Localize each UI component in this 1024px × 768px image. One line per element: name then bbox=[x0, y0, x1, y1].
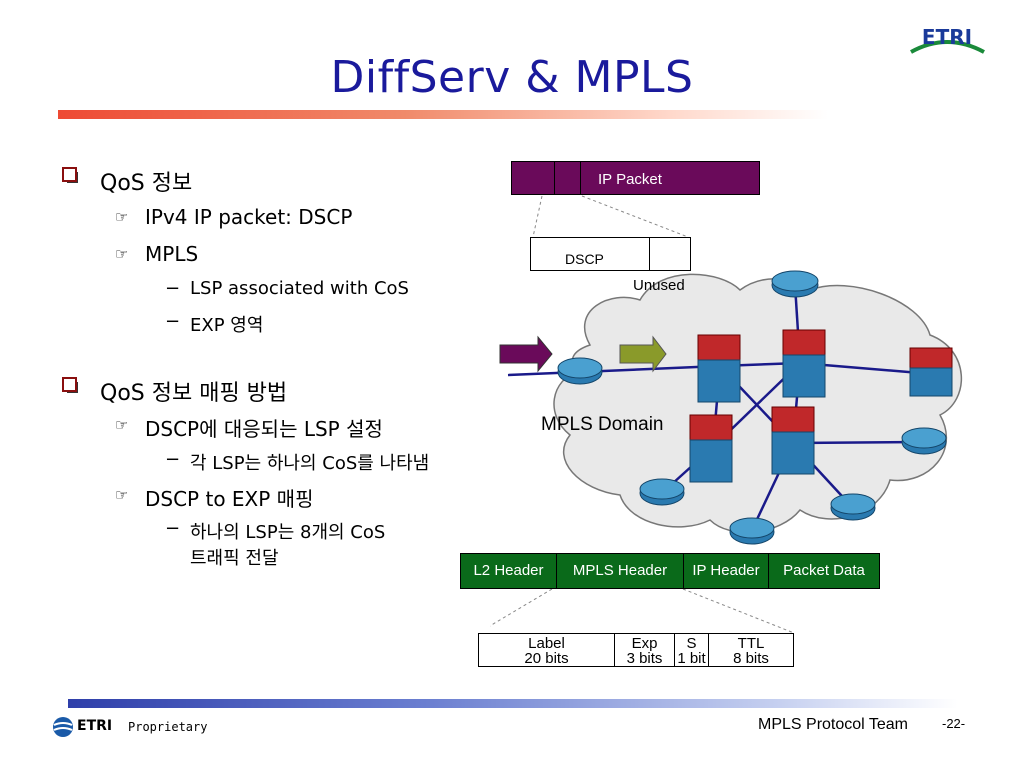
field-bits: 20 bits bbox=[524, 650, 569, 667]
footer-brand: ETRI bbox=[77, 718, 113, 734]
ttl-field-cell: TTL 8 bits bbox=[709, 634, 793, 666]
switch-icon bbox=[782, 329, 826, 398]
s-field-cell: S 1 bit bbox=[675, 634, 709, 666]
sub-bullet-mpls: MPLS bbox=[145, 242, 199, 266]
mpls-diagram bbox=[490, 195, 962, 634]
logo-text: ETRI bbox=[922, 25, 972, 49]
hand-pointer-icon: ☞ bbox=[115, 208, 129, 226]
dscp-box: DSCP bbox=[530, 237, 691, 271]
slide-title: DiffServ & MPLS bbox=[330, 52, 694, 103]
mpls-label-table: Label 20 bits Exp 3 bits S 1 bit TTL 8 b… bbox=[478, 633, 794, 667]
field-name: Label bbox=[528, 635, 565, 652]
switch-icon bbox=[909, 347, 953, 397]
exp-field-cell: Exp 3 bits bbox=[615, 634, 675, 666]
mpls-header-cell: MPLS Header bbox=[557, 554, 684, 588]
router-icon bbox=[557, 357, 603, 385]
field-bits: 3 bits bbox=[626, 650, 663, 667]
unused-label: Unused bbox=[633, 277, 685, 294]
ip-header-cell: IP Header bbox=[684, 554, 769, 588]
l2-header-cell: L2 Header bbox=[461, 554, 557, 588]
subsub-one-lsp: 하나의 LSP는 8개의 CoS bbox=[190, 522, 386, 543]
router-icon bbox=[639, 478, 685, 506]
dscp-label: DSCP bbox=[565, 251, 604, 267]
footer-team: MPLS Protocol Team bbox=[758, 716, 908, 733]
title-underline bbox=[58, 110, 828, 119]
field-name: S bbox=[686, 635, 697, 652]
subsub-each-lsp: 각 LSP는 하나의 CoS를 나타냄 bbox=[190, 453, 430, 474]
field-bits: 1 bit bbox=[677, 650, 706, 667]
hand-pointer-icon: ☞ bbox=[115, 486, 129, 504]
router-icon bbox=[771, 270, 819, 298]
arrow-icon bbox=[499, 335, 667, 373]
sub-bullet-dscp-lsp: DSCP에 대응되는 LSP 설정 bbox=[145, 417, 383, 441]
dash-icon: − bbox=[165, 449, 181, 470]
switch-icon bbox=[697, 334, 741, 403]
router-icon bbox=[830, 493, 876, 521]
subsub-exp: EXP 영역 bbox=[190, 315, 264, 336]
router-icon bbox=[901, 427, 947, 455]
dash-icon: − bbox=[165, 311, 181, 332]
packet-data-cell: Packet Data bbox=[783, 562, 865, 579]
switch-icon bbox=[771, 406, 815, 475]
sub-bullet-ipv4: IPv4 IP packet: DSCP bbox=[145, 205, 353, 229]
ip-packet-box: IP Packet bbox=[511, 161, 760, 195]
label-field-cell: Label 20 bits bbox=[479, 634, 615, 666]
ip-packet-label: IP Packet bbox=[598, 171, 662, 188]
mpls-frame: L2 Header MPLS Header IP Header Packet D… bbox=[460, 553, 880, 589]
etri-logo: ETRI bbox=[910, 25, 985, 54]
bullet-qos-info: QoS 정보 bbox=[100, 171, 193, 196]
footer-logo bbox=[52, 716, 74, 742]
dash-icon: − bbox=[165, 518, 181, 539]
page-number: -22- bbox=[942, 716, 966, 731]
globe-icon bbox=[53, 717, 73, 737]
sub-bullet-dscp-exp: DSCP to EXP 매핑 bbox=[145, 487, 314, 511]
bullet-checkbox-icon bbox=[62, 377, 78, 397]
footer-proprietary: Proprietary bbox=[128, 720, 208, 734]
hand-pointer-icon: ☞ bbox=[115, 245, 129, 263]
field-name: TTL bbox=[737, 635, 765, 652]
hand-pointer-icon: ☞ bbox=[115, 416, 129, 434]
bullet-checkbox-icon bbox=[62, 167, 78, 187]
field-name: Exp bbox=[631, 635, 658, 652]
bullet-qos-mapping: QoS 정보 매핑 방법 bbox=[100, 381, 288, 406]
dash-icon: − bbox=[165, 278, 181, 299]
subsub-lsp-cos: LSP associated with CoS bbox=[190, 278, 409, 299]
subsub-traffic: 트래픽 전달 bbox=[190, 548, 279, 569]
footer-bar bbox=[68, 699, 958, 708]
switch-icon bbox=[689, 414, 733, 483]
field-bits: 8 bits bbox=[733, 650, 769, 667]
router-icon bbox=[729, 517, 775, 545]
mpls-domain-label: MPLS Domain bbox=[541, 414, 664, 435]
